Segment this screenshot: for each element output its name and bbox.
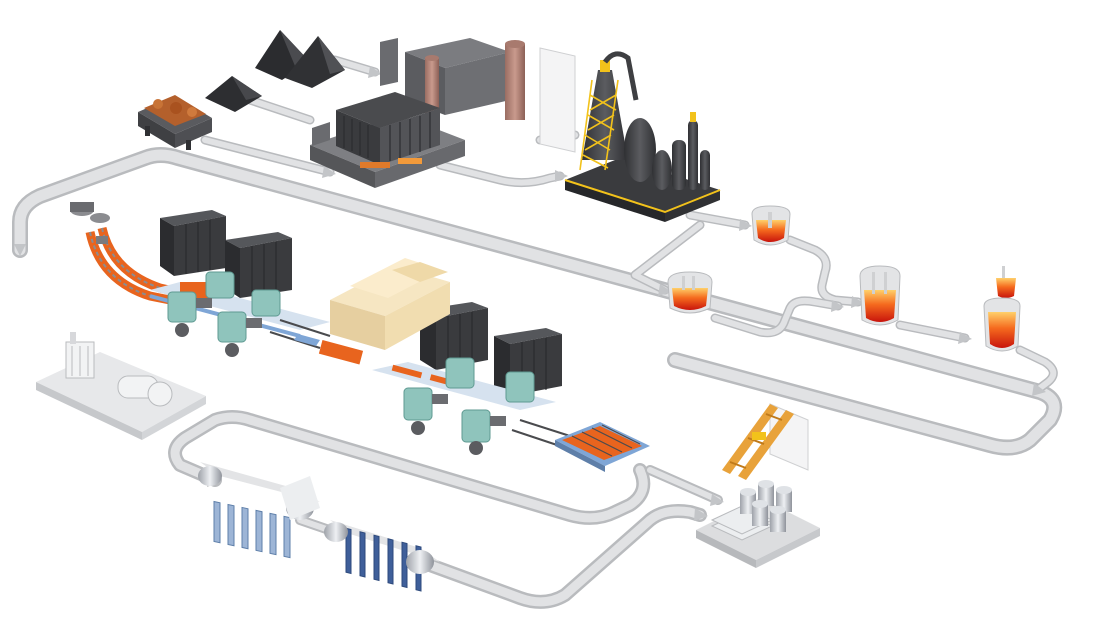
overhead-crane-icon xyxy=(722,403,809,480)
arrow-icon xyxy=(694,508,708,521)
arrow-icon xyxy=(831,300,844,312)
arrow-icon xyxy=(710,494,724,506)
power-station-icon xyxy=(36,332,206,440)
arrow-icon xyxy=(14,244,26,256)
converter-ladle-icon xyxy=(751,205,791,246)
blast-furnace-icon xyxy=(539,47,721,222)
converter-ladle-icon xyxy=(983,266,1021,352)
arrow-icon xyxy=(851,296,864,308)
iron-ore-wagon-icon xyxy=(138,95,212,150)
converter-ladle-icon xyxy=(667,271,713,314)
rolling-mill-icon xyxy=(149,271,331,357)
arrow-icon xyxy=(1032,383,1046,396)
coal-pile-icon xyxy=(205,30,345,112)
continuous-caster-icon xyxy=(70,202,179,305)
electrical-cabinet xyxy=(225,232,292,298)
arrow-icon xyxy=(322,166,336,178)
conveyor-network xyxy=(12,55,1063,609)
coil-storage-icon xyxy=(696,480,820,568)
arrow-icon xyxy=(368,66,382,78)
arrow-icon xyxy=(739,219,752,231)
arrow-icon xyxy=(555,170,568,182)
cold-rolling-line-icon xyxy=(324,520,440,592)
converter-ladle-icon xyxy=(859,265,901,326)
arrow-icon xyxy=(958,332,972,344)
cooling-bed-icon xyxy=(555,422,650,472)
electrical-cabinet xyxy=(160,210,226,276)
cold-rolling-line-icon xyxy=(198,462,320,559)
reheating-furnace-icon xyxy=(318,258,450,365)
sinter-plant-icon xyxy=(310,92,465,188)
rolling-mill-icon xyxy=(372,357,571,455)
